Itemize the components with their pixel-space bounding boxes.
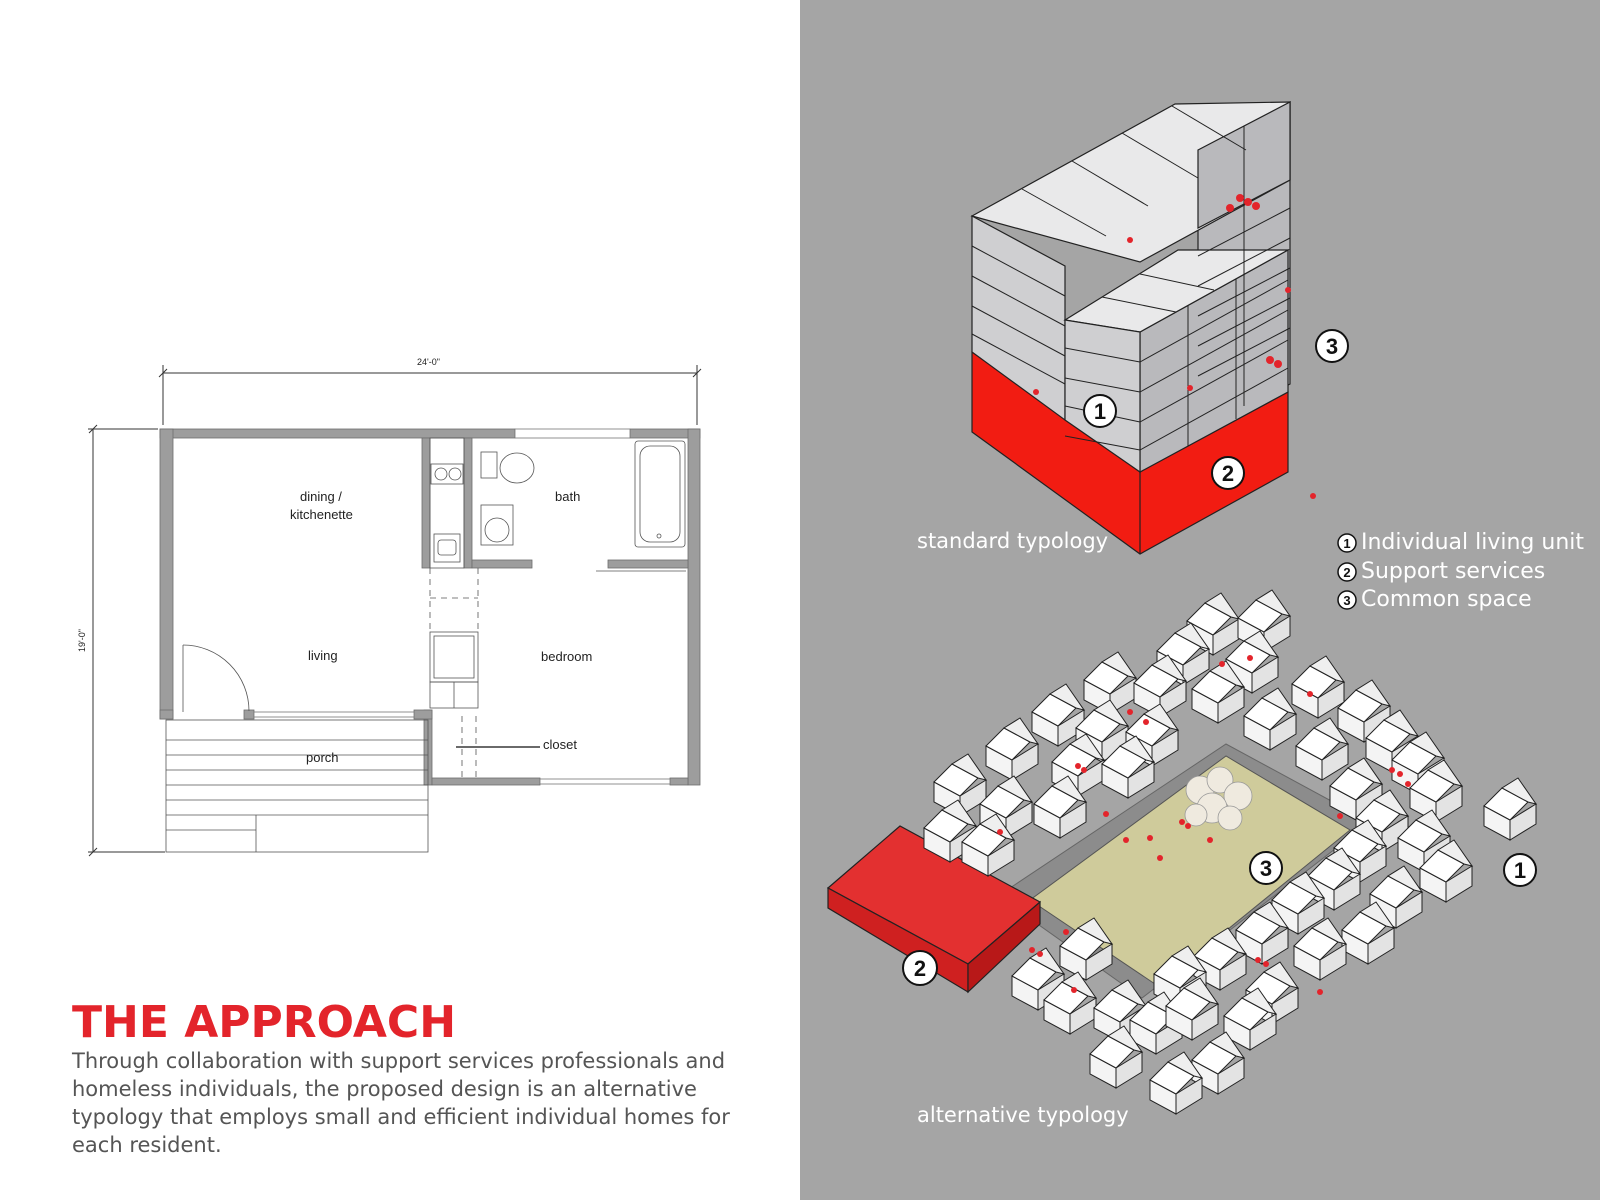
room-label-closet: closet [543, 737, 577, 752]
standard-typology-block [970, 101, 1291, 555]
room-label-living: living [308, 648, 338, 663]
house-unit [1043, 971, 1098, 1035]
house-unit [1329, 757, 1384, 821]
house-unit [1271, 871, 1326, 935]
svg-text:1: 1 [1343, 536, 1350, 551]
house-unit [1059, 917, 1114, 981]
room-label-dining: dining / [300, 489, 342, 504]
legend: 1 Individual living unit 2 Support servi… [1337, 530, 1584, 612]
room-label-kitchenette: kitchenette [290, 507, 353, 522]
room-label-bath: bath [555, 489, 580, 504]
house-unit [1483, 777, 1538, 841]
typology-diagram: 1 2 3 standard typology 1 Individual liv… [826, 101, 1584, 1127]
common-space [1029, 755, 1351, 987]
house-unit [1133, 654, 1188, 718]
approach-body: Through collaboration with support servi… [72, 1049, 730, 1157]
floor-plan: 24'-0" 19'-0" [77, 357, 702, 857]
house-unit [1235, 901, 1290, 965]
svg-text:3: 3 [1343, 593, 1350, 608]
dim-width-label: 24'-0" [417, 357, 440, 367]
tree-icon [1184, 766, 1253, 831]
house-unit [1295, 717, 1350, 781]
house-unit [1083, 651, 1138, 715]
room-label-bedroom: bedroom [541, 649, 592, 664]
people-figures-standard [1033, 194, 1316, 499]
room-label-porch: porch [306, 750, 339, 765]
house-unit [1101, 735, 1156, 799]
house-unit [1191, 660, 1246, 724]
windows [253, 428, 671, 785]
house-unit [1089, 1025, 1144, 1089]
house-unit [961, 813, 1016, 877]
marker-standard-unit: 1 [1083, 394, 1117, 428]
svg-text:Individual living unit: Individual living unit [1361, 530, 1584, 555]
marker-standard-support: 2 [1211, 456, 1245, 490]
marker-alternative-support: 2 [902, 950, 938, 986]
svg-text:3: 3 [1260, 856, 1272, 881]
fixtures [165, 437, 686, 853]
house-unit [1291, 655, 1346, 719]
house-unit [1223, 987, 1278, 1051]
house-unit [1293, 917, 1348, 981]
house-unit [1243, 687, 1298, 751]
legend-item-unit: 1 Individual living unit [1337, 530, 1584, 555]
legend-item-common: 3 Common space [1337, 587, 1532, 612]
marker-standard-common: 3 [1315, 329, 1349, 363]
svg-text:3: 3 [1326, 334, 1338, 359]
legend-item-support: 2 Support services [1337, 559, 1545, 584]
walls [159, 428, 701, 786]
dimension-lines [88, 365, 702, 857]
house-unit [1341, 901, 1396, 965]
svg-text:Support services: Support services [1361, 559, 1545, 584]
svg-text:2: 2 [1222, 461, 1234, 486]
approach-title: THE APPROACH [72, 997, 457, 1048]
house-unit [1033, 775, 1088, 839]
house-unit [985, 717, 1040, 781]
house-unit [1149, 1051, 1204, 1115]
marker-alternative-unit: 1 [1503, 853, 1537, 887]
house-unit [1031, 683, 1086, 747]
dim-height-label: 19'-0" [77, 629, 87, 652]
svg-text:Common space: Common space [1361, 587, 1532, 612]
house-unit [1191, 1031, 1246, 1095]
standard-grid-lines [971, 105, 1291, 451]
standard-typology-label: standard typology [917, 529, 1108, 553]
people-figures-alternative [997, 655, 1411, 995]
houses-layer [923, 589, 1538, 1115]
marker-alternative-common: 3 [1249, 851, 1283, 885]
left-panel: 24'-0" 19'-0" [72, 357, 730, 1157]
house-unit [1165, 977, 1220, 1041]
svg-text:2: 2 [914, 956, 926, 981]
alternative-typology-label: alternative typology [917, 1103, 1129, 1127]
svg-text:1: 1 [1514, 858, 1526, 883]
right-panel: 1 2 3 standard typology 1 Individual liv… [800, 0, 1600, 1200]
house-unit [1419, 839, 1474, 903]
svg-text:1: 1 [1094, 399, 1106, 424]
house-unit [933, 753, 988, 817]
svg-text:2: 2 [1343, 565, 1350, 580]
